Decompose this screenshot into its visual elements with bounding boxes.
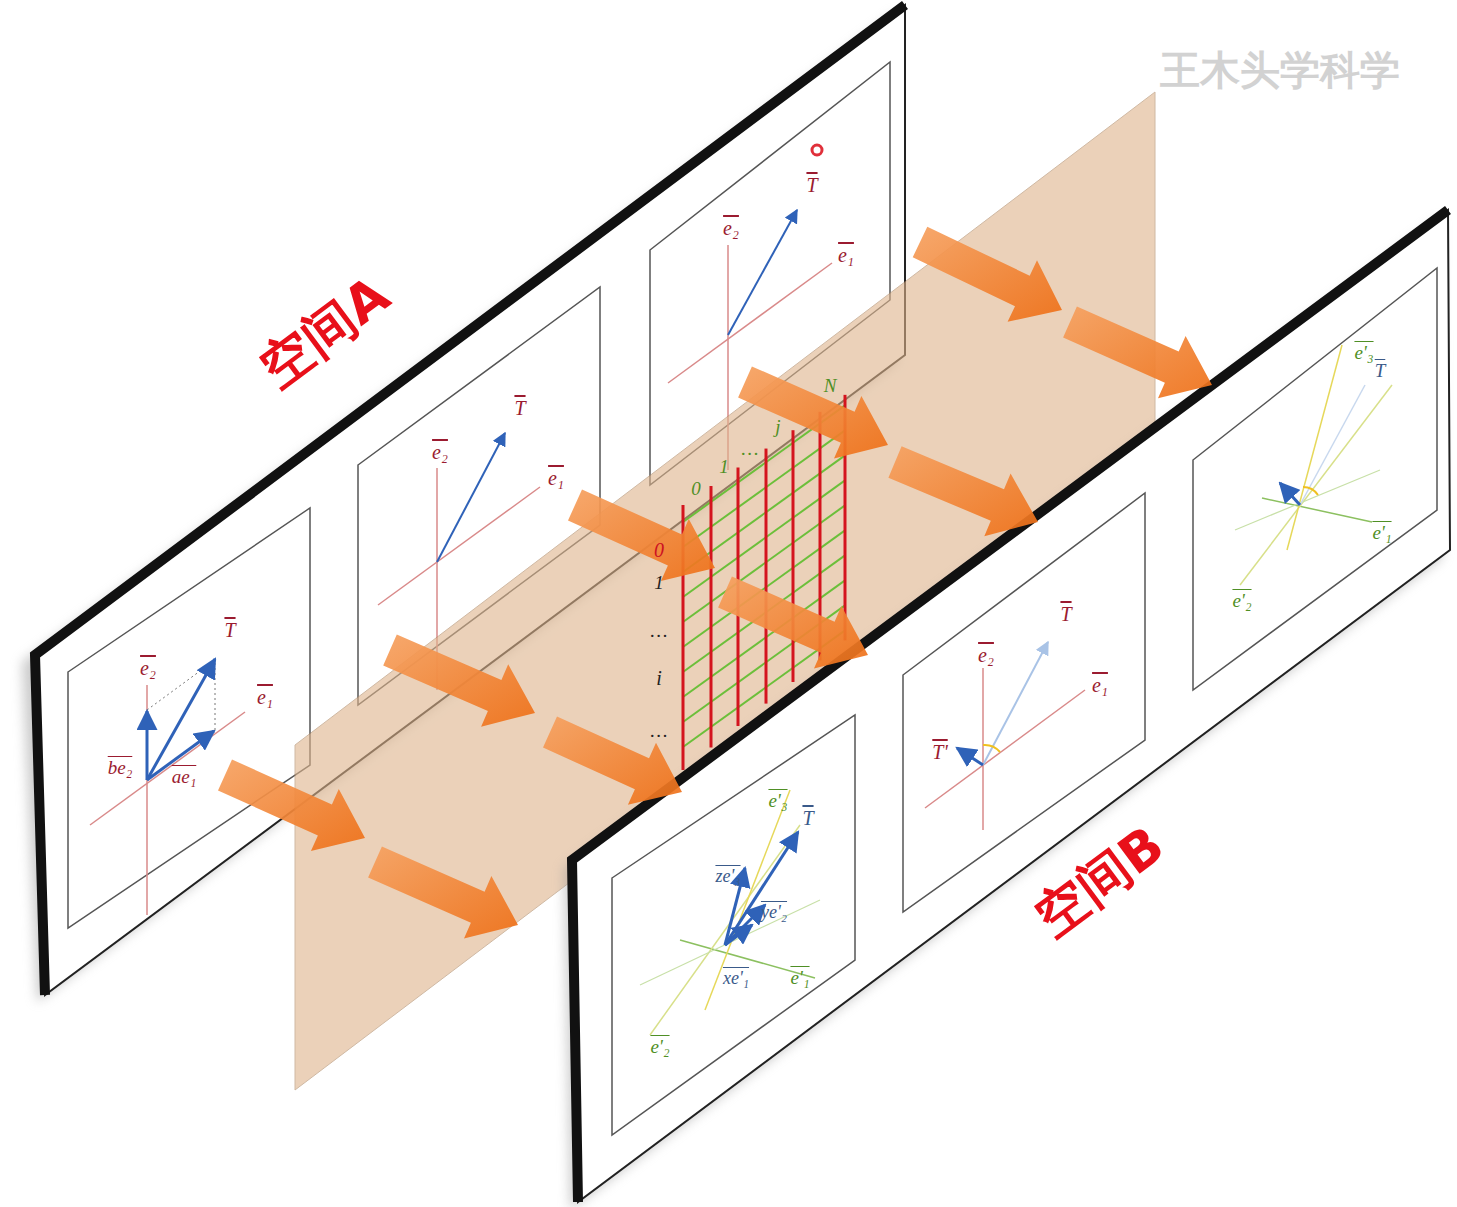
vector-label: T: [1375, 361, 1386, 380]
grid-column-line: [710, 486, 713, 748]
component-label: ye'₂: [761, 903, 787, 921]
column-index: 1: [719, 457, 729, 476]
row-index: 1: [654, 573, 664, 592]
axis-label: e₁: [838, 245, 854, 265]
component-label: xe'₁: [723, 969, 749, 987]
mapping-arrow: [368, 846, 518, 938]
row-index: …: [651, 621, 668, 640]
space-title: 空间A: [246, 261, 404, 403]
column-index: j: [775, 417, 780, 436]
axis-label: e'₃: [768, 791, 787, 810]
axis-label: e₂: [140, 658, 156, 678]
axis-label: e₂: [978, 645, 994, 665]
space-board: 空间B: [570, 210, 1452, 1205]
frame-b1-vectors: [640, 790, 820, 1035]
mapping-plane: [295, 92, 1155, 1090]
mapping-arrow: [888, 446, 1038, 536]
vector-label: T: [1060, 604, 1071, 624]
axis-label: e'₃: [1354, 343, 1373, 362]
axis-label: e₁: [1092, 675, 1108, 695]
component-label: ze'₃: [715, 867, 740, 885]
axis-label: e₂: [723, 218, 739, 238]
axis-label: e'₁: [790, 968, 809, 987]
mapping-arrow: [738, 366, 888, 458]
vector-label: T: [224, 620, 235, 640]
column-index: N: [824, 376, 837, 395]
grid-column-line: [792, 430, 795, 682]
space-title: 空间B: [1021, 811, 1178, 953]
axis-label: e'₁: [1372, 523, 1391, 542]
space-board: 空间A: [30, 5, 905, 995]
axis-label: e₂: [432, 442, 448, 462]
board-b: [564, 210, 1450, 1207]
row-index: …: [651, 721, 668, 740]
row-index: 0: [654, 540, 664, 560]
mapping-arrow: [568, 490, 715, 581]
mapping-arrow: [1063, 307, 1212, 399]
mapping-arrow: [383, 634, 535, 726]
axis-label: e₁: [257, 687, 273, 707]
grid-column-line: [765, 449, 768, 704]
column-index: 0: [691, 479, 701, 498]
mapping-arrow: [913, 227, 1062, 322]
frame-b2-vectors: [925, 642, 1085, 830]
component-label: be₂: [108, 758, 133, 777]
mapping-arrow: [718, 576, 868, 668]
frame-b3-vectors: [1235, 345, 1392, 585]
mapping-arrows: [218, 227, 1212, 939]
mapping-arrow: [543, 717, 682, 805]
vector-label: T: [802, 808, 813, 828]
watermark: 王木头学科学: [1160, 50, 1400, 90]
axis-label: e'₂: [1232, 591, 1251, 610]
row-index: i: [656, 668, 662, 688]
axis-label: e₁: [548, 468, 564, 488]
vector-label: T': [932, 742, 947, 762]
vector-label: T: [806, 175, 817, 195]
axis-label: e'₂: [650, 1037, 669, 1056]
mapping-arrow: [218, 760, 365, 851]
component-label: ae₁: [172, 767, 197, 786]
column-index: …: [742, 439, 759, 458]
vector-label: T: [514, 398, 525, 418]
